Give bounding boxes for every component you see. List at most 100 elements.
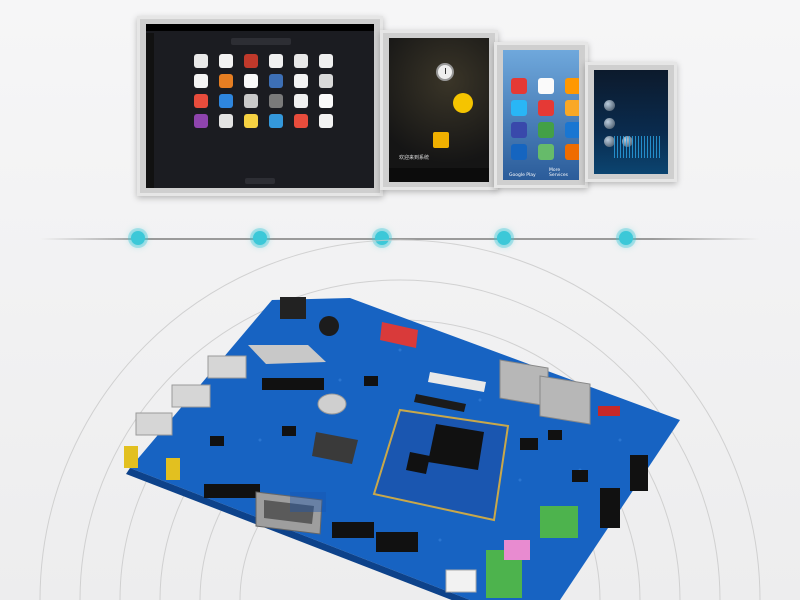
connector-node [497,231,511,245]
app-icon [244,74,258,88]
connector-node [131,231,145,245]
usb-port [171,384,211,408]
pin-header [376,532,418,552]
cpu-chip [428,424,484,470]
orb-icon [604,100,615,111]
google-play-label: Google Play [509,173,536,178]
app-icon [294,74,308,88]
app-icon [194,54,208,68]
app-icon [219,54,233,68]
sim-slot [312,432,358,464]
pin-header [204,484,260,498]
antenna-connector [124,446,138,468]
app-icon [538,100,554,116]
connector-line [40,238,760,240]
ic-chip [548,430,562,440]
media-screen: 欢迎来到系统 [389,38,489,182]
terminal-block [540,506,578,538]
jst-connector [445,569,477,593]
ic-chip [572,470,588,482]
dip-switch [380,322,418,348]
usb-port [207,355,247,379]
app-icon [219,114,233,128]
app-grid [194,54,344,134]
app-icon [219,74,233,88]
audio-screen [594,70,668,174]
app-grid [511,78,579,166]
app-icon [538,122,554,138]
orb-icon [604,136,615,147]
dc-jack [280,297,306,319]
app-icon [219,94,233,108]
antenna-connector [166,458,180,480]
app-icon [511,144,527,160]
app-icon [294,94,308,108]
app-icon [565,78,579,94]
power-icon [453,93,473,113]
app-icon [194,74,208,88]
pcb-edge [126,468,470,600]
coin-battery [317,393,347,415]
power-switch [598,406,620,416]
app-icon [294,54,308,68]
search-field [231,38,291,45]
ic-chip [282,426,296,436]
app-icon [244,54,258,68]
app-icon [538,144,554,160]
fpc-connector [414,394,466,412]
app-icon [269,94,283,108]
app-icon [538,78,554,94]
usb-port [135,412,173,436]
page-indicator [245,178,275,184]
screen-title: 欢迎来到系统 [399,155,430,161]
app-icon [565,100,579,116]
display-desktop [137,16,383,196]
app-icon [319,74,333,88]
app-icon [194,114,208,128]
orb-icon [604,118,615,129]
app-icon [319,114,333,128]
connector-node [375,231,389,245]
waveform [614,136,662,158]
side-dock [146,33,154,188]
app-icon [319,94,333,108]
ic-chip [364,376,378,386]
bottom-bar [389,168,489,182]
ic-chip [520,438,538,450]
app-icon [294,114,308,128]
app-icon [511,100,527,116]
ic-chip [210,436,224,446]
audio-jack [504,540,530,560]
connector-node [619,231,633,245]
app-icon [269,74,283,88]
pin-header [600,488,620,528]
display-media: 欢迎来到系统 [380,30,498,190]
capacitor [319,316,339,336]
more-services-label: More Services [549,168,568,178]
app-icon [565,144,579,160]
connector-node [253,231,267,245]
sd-card-slot [248,345,326,364]
serial-bracket [290,492,326,512]
android-screen: Google Play More Services [503,50,579,180]
app-icon [269,114,283,128]
app-icon [194,94,208,108]
app-icon [269,54,283,68]
app-icon [511,78,527,94]
app-icon [565,122,579,138]
memory-chip [406,452,430,474]
app-icon [244,94,258,108]
serial-port-pins [264,500,314,524]
clock-icon [436,63,454,81]
app-icon [244,114,258,128]
pin-header [630,455,648,491]
app-icon [511,122,527,138]
fpc-connector [428,372,486,392]
display-audio [585,62,677,182]
pin-header [262,378,324,390]
film-icon [433,132,449,148]
pin-header [332,522,374,538]
ethernet-port [539,375,591,425]
